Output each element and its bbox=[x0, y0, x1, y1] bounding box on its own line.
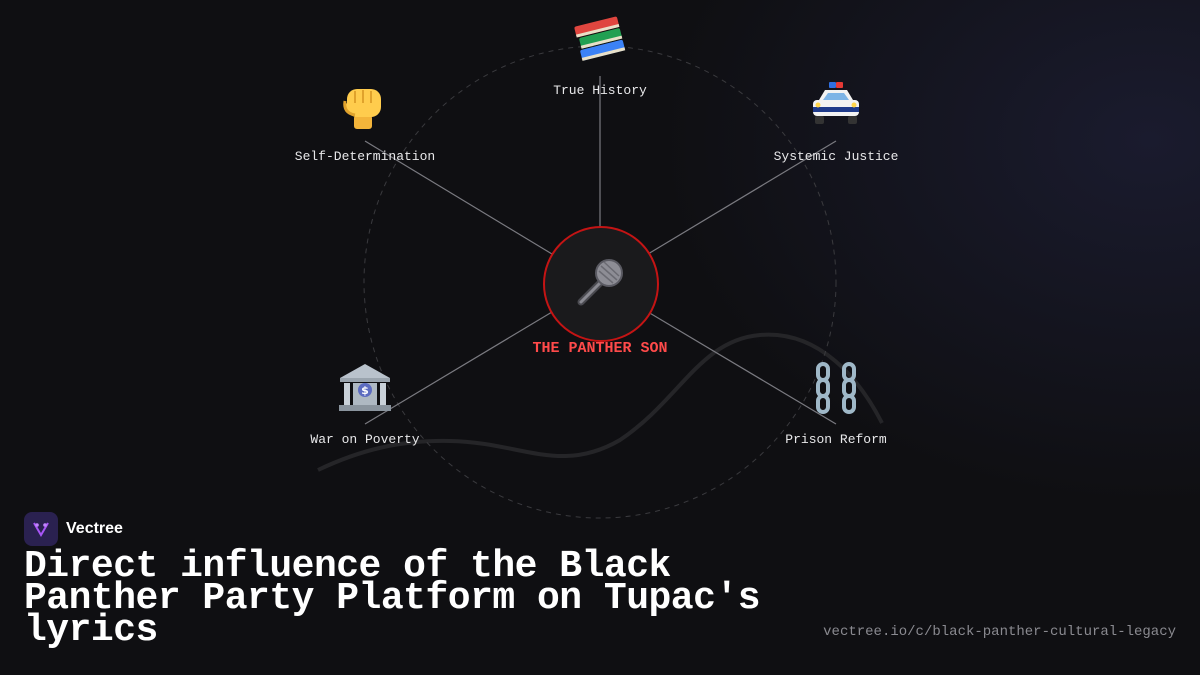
books-icon bbox=[570, 10, 630, 70]
bank-icon: $ bbox=[335, 358, 395, 418]
chains-icon bbox=[806, 358, 866, 418]
center-node bbox=[543, 226, 659, 342]
node-label-self-determination: Self-Determination bbox=[294, 149, 436, 164]
connector-war-on-poverty bbox=[364, 311, 553, 425]
source-url[interactable]: vectree.io/c/black-panther-cultural-lega… bbox=[823, 624, 1176, 640]
node-label-systemic-justice: Systemic Justice bbox=[773, 149, 899, 164]
connector-systemic-justice bbox=[647, 140, 837, 255]
svg-text:$: $ bbox=[361, 384, 369, 397]
center-label: THE PANTHER SON bbox=[532, 340, 668, 357]
raised-fist-icon bbox=[335, 76, 395, 136]
brand: Vectree bbox=[24, 512, 123, 546]
vectree-logo-icon bbox=[24, 512, 58, 546]
node-label-war-on-poverty: War on Poverty bbox=[310, 432, 420, 447]
microphone-icon bbox=[571, 252, 631, 317]
connector-self-determination bbox=[364, 140, 553, 255]
node-label-true-history: True History bbox=[553, 83, 647, 98]
police-car-icon bbox=[806, 76, 866, 136]
node-label-prison-reform: Prison Reform bbox=[785, 432, 887, 447]
connector-prison-reform bbox=[647, 311, 837, 425]
background-wave bbox=[317, 332, 884, 472]
brand-name: Vectree bbox=[66, 520, 123, 537]
page-title: Direct influence of the Black Panther Pa… bbox=[24, 545, 761, 652]
